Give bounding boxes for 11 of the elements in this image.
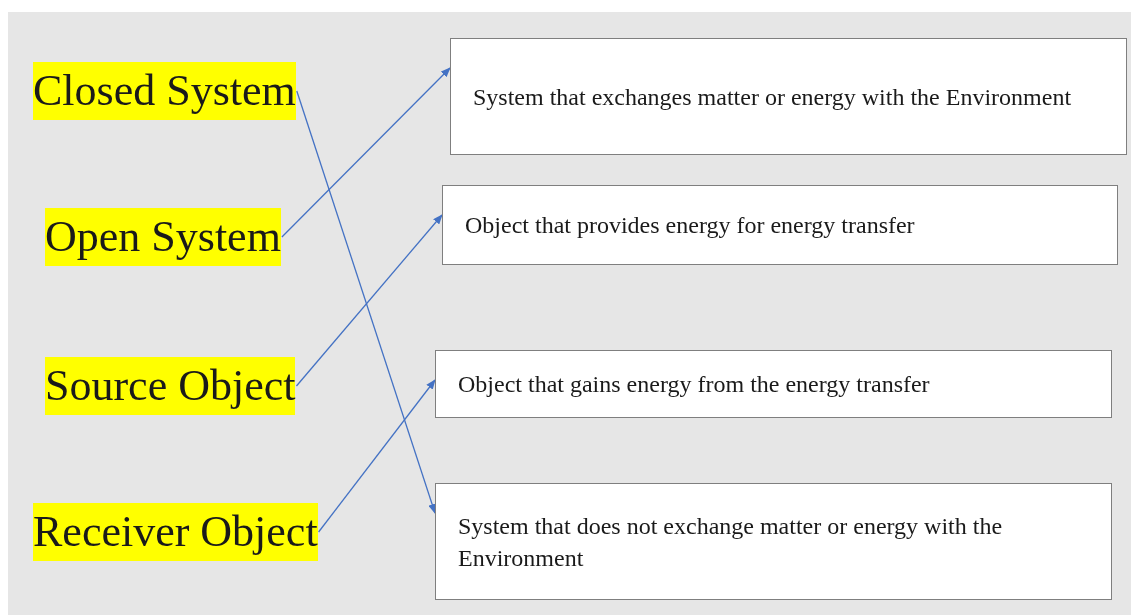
definition-box: System that exchanges matter or energy with the Environment [450,38,1127,155]
term-label: Receiver Object [33,503,318,561]
definition-box: Object that gains energy from the energy transfer [435,350,1112,418]
arrow [318,379,436,533]
definition-box: Object that provides energy for energy transfer [442,185,1118,265]
arrow [295,214,443,387]
arrow [296,90,436,514]
term-label: Closed System [33,62,296,120]
definition-box: System that does not exchange matter or energy with the Environment [435,483,1112,600]
arrow [281,67,451,238]
term-label: Open System [45,208,281,266]
